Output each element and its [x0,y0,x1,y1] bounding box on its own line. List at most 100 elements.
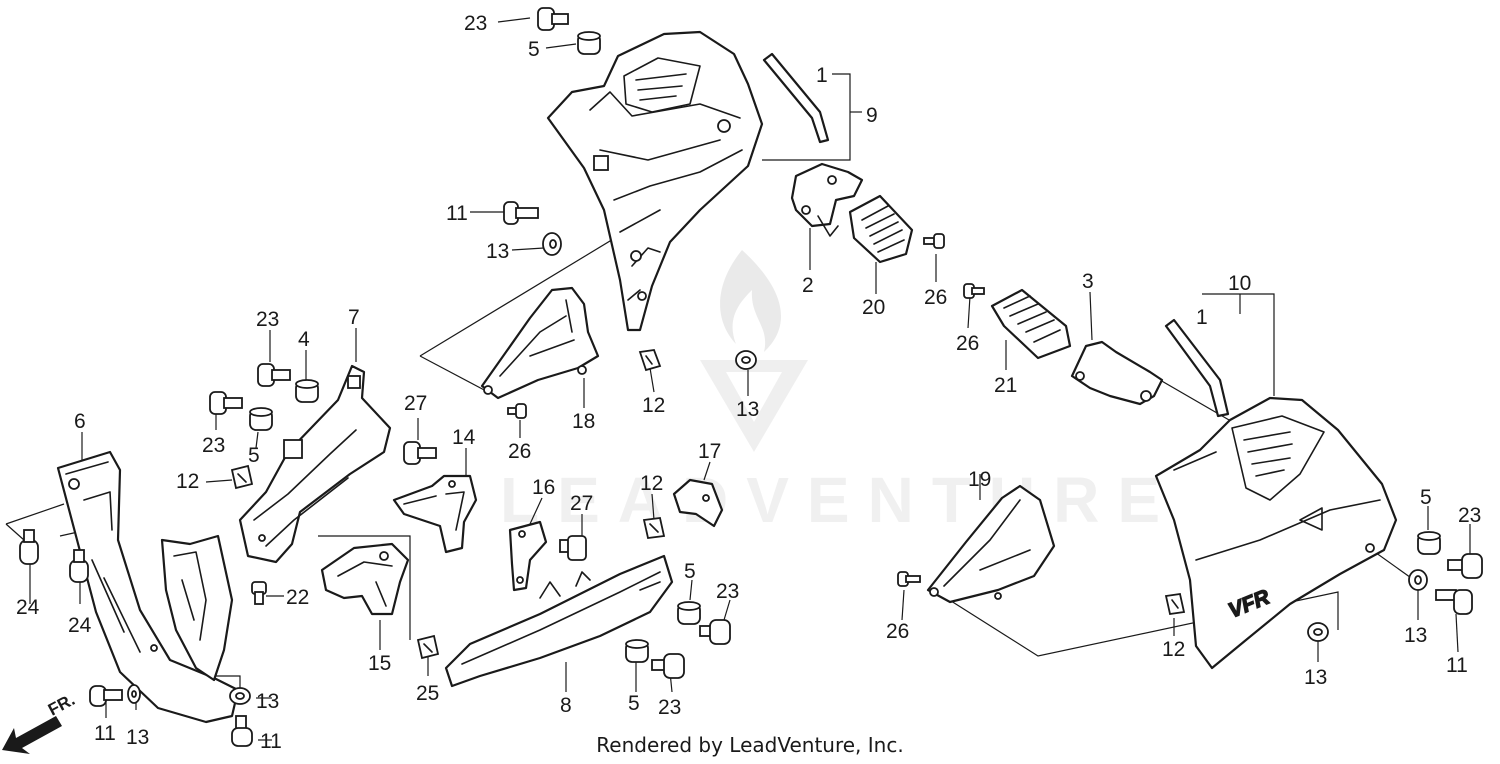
bolt-23-right [1447,553,1483,579]
callout-11-bottom: 11 [260,730,282,753]
clip-nut-12-left [230,464,254,490]
grommet-5-right [1417,531,1441,555]
callout-18: 18 [572,410,595,433]
callout-27-a: 27 [404,392,427,415]
callout-13-right: 13 [1404,624,1427,647]
bolt-11-left [89,685,123,707]
callout-1-top: 1 [816,64,828,87]
clip-nut-12-right [1164,592,1186,616]
screw-26-c [963,283,985,299]
callout-10: 10 [1228,272,1251,295]
part-7-stay-bracket [238,364,392,564]
bolt-11-bottom [231,715,253,747]
grommet-5-center [677,601,701,625]
callout-5-low: 5 [628,692,640,715]
callout-23-center: 23 [716,580,739,603]
callout-15: 15 [368,652,391,675]
bolt-23-left-upper [257,363,291,387]
callout-23-top: 23 [464,12,487,35]
callout-12-left: 12 [176,470,199,493]
bolt-27-lower [559,535,587,561]
bolt-23-center [699,619,731,645]
washer-13-right-low [1307,622,1329,642]
callout-14: 14 [452,426,476,449]
callout-25: 25 [416,682,439,705]
callout-12-mid: 12 [642,394,665,417]
bolt-11-mid [503,201,539,225]
callout-27-b: 27 [570,492,593,515]
bolt-24-b [69,549,89,583]
screw-26-b [507,403,527,419]
callout-13-mid: 13 [486,240,509,263]
upper-inner-fairing-panel [546,30,764,332]
callout-5-top: 5 [528,38,540,61]
part-19-inner-bracket [926,484,1056,604]
grommet-4 [295,379,319,403]
callout-8: 8 [560,694,572,717]
part-18-inner-bracket [480,286,600,400]
callout-13-right-low: 13 [1304,666,1327,689]
callout-4: 4 [298,328,310,351]
left-inner-cowl-panel [160,534,234,682]
part-1-trim-strip-right [1164,318,1230,418]
watermark: LEADVENTURE [500,250,1178,536]
part-17-clip [672,478,724,528]
callout-20: 20 [862,296,885,319]
callout-23-right: 23 [1458,504,1481,527]
screw-22 [251,581,267,605]
callout-24-b: 24 [68,614,92,637]
callout-2: 2 [802,274,814,297]
callout-5-right: 5 [1420,486,1432,509]
part-2-mount-bracket [790,162,864,237]
part-1-trim-strip [762,52,830,144]
flame-logo-icon [700,250,808,452]
washer-13-mid [542,232,562,256]
part-20-vent-grille [848,194,914,264]
callout-21: 21 [994,374,1017,397]
callout-3: 3 [1082,270,1094,293]
render-credit: Rendered by LeadVenture, Inc. [596,733,904,757]
part-16-stay [508,520,548,592]
leader-lines [5,17,1471,741]
washer-13-center [735,350,757,370]
callout-24-a: 24 [16,596,40,619]
callout-26-d: 26 [886,620,909,643]
screw-26-d [897,571,921,587]
part-10-right-side-cowl: VFR [1154,396,1398,670]
callout-22: 22 [286,586,309,609]
bolt-27-upper [403,441,437,465]
bolt-23-top [537,7,569,31]
callout-13-center: 13 [736,398,759,421]
callout-26-b: 26 [508,440,531,463]
part-21-vent-grille [990,288,1072,360]
callout-26-c: 26 [956,332,979,355]
part-8-under-rail [444,554,674,688]
grommet-5-left [249,407,273,431]
grommet-5-low [625,639,649,663]
bolt-11-right [1435,589,1473,615]
watermark-text: LEADVENTURE [500,464,1178,536]
callout-23-left-upper: 23 [256,308,279,331]
callout-19: 19 [968,468,991,491]
callout-11-right: 11 [1446,654,1468,677]
callout-23-left-lower: 23 [202,434,225,457]
washer-13-right [1408,569,1428,591]
hardware-grommets [249,31,1441,663]
callout-1-right: 1 [1196,306,1208,329]
bolt-23-left-lower [209,391,243,415]
washer-13-bottom [127,684,141,704]
callout-12-center: 12 [640,472,663,495]
callout-17: 17 [698,440,721,463]
hardware-washers [127,232,1428,705]
callout-5-left: 5 [248,444,260,467]
callout-16: 16 [532,476,555,499]
washer-13-left [229,687,251,705]
callout-13-bottom: 13 [126,726,149,749]
clip-nut-25 [416,634,440,660]
clip-nut-12-mid [638,349,662,372]
hardware-bolts [19,7,1483,747]
front-arrow-icon [2,716,62,754]
clip-nut-12-center [642,517,666,539]
part-14-stay [392,474,478,554]
